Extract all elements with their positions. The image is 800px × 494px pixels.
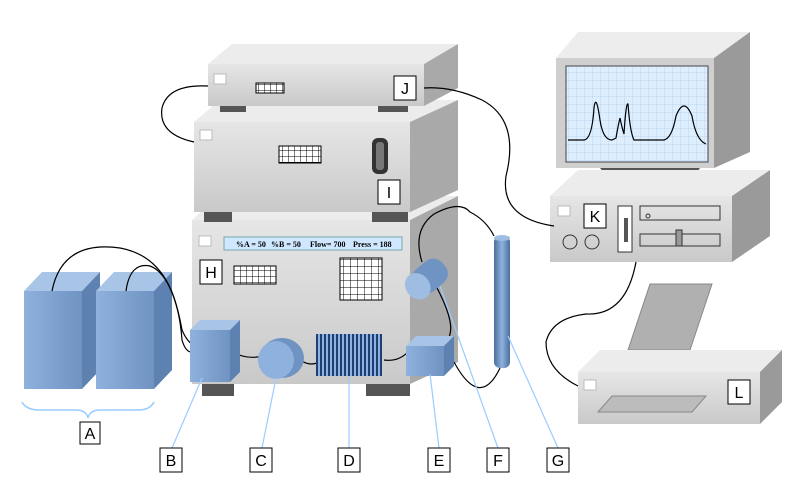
- label-b: B: [166, 453, 177, 470]
- hplc-column: [494, 235, 510, 368]
- mixer-box: [190, 320, 240, 382]
- display-percent-b: %B = 50: [271, 240, 301, 249]
- printer: [578, 283, 782, 424]
- injector-cylinder: [258, 338, 304, 379]
- guard-column-cylinder: [404, 258, 448, 300]
- display-pressure: Press = 188: [353, 240, 392, 249]
- label-j: J: [401, 81, 409, 98]
- pump-status-display: [223, 236, 403, 251]
- computer-monitor: [556, 32, 750, 182]
- mixer-keypad: [339, 257, 383, 301]
- autosampler-module: [208, 44, 458, 112]
- detector-box: [406, 336, 454, 376]
- pump-keypad: [233, 265, 277, 285]
- solvent-reservoir-left: [24, 272, 100, 389]
- display-flow: Flow= 700: [310, 240, 345, 249]
- callout-lines: [171, 285, 559, 449]
- label-d: D: [343, 453, 355, 470]
- label-f: F: [493, 453, 503, 470]
- reservoir-bracket: [21, 401, 155, 419]
- solvent-reservoir-right: [96, 272, 172, 389]
- display-percent-a: %A = 50: [236, 240, 266, 249]
- computer-tower: [550, 170, 770, 262]
- label-e: E: [434, 453, 445, 470]
- label-l: L: [735, 385, 744, 402]
- label-g: G: [552, 453, 564, 470]
- label-h: H: [205, 265, 217, 282]
- label-a: A: [85, 426, 96, 443]
- detector-module: [194, 100, 458, 222]
- label-c: C: [255, 453, 267, 470]
- chromatogram-trace: [568, 101, 707, 145]
- label-i: I: [387, 185, 391, 202]
- heat-exchanger-coil: [316, 334, 382, 376]
- label-k: K: [590, 209, 601, 226]
- label-boxes: A B C D E F G H I J K L: [79, 75, 751, 473]
